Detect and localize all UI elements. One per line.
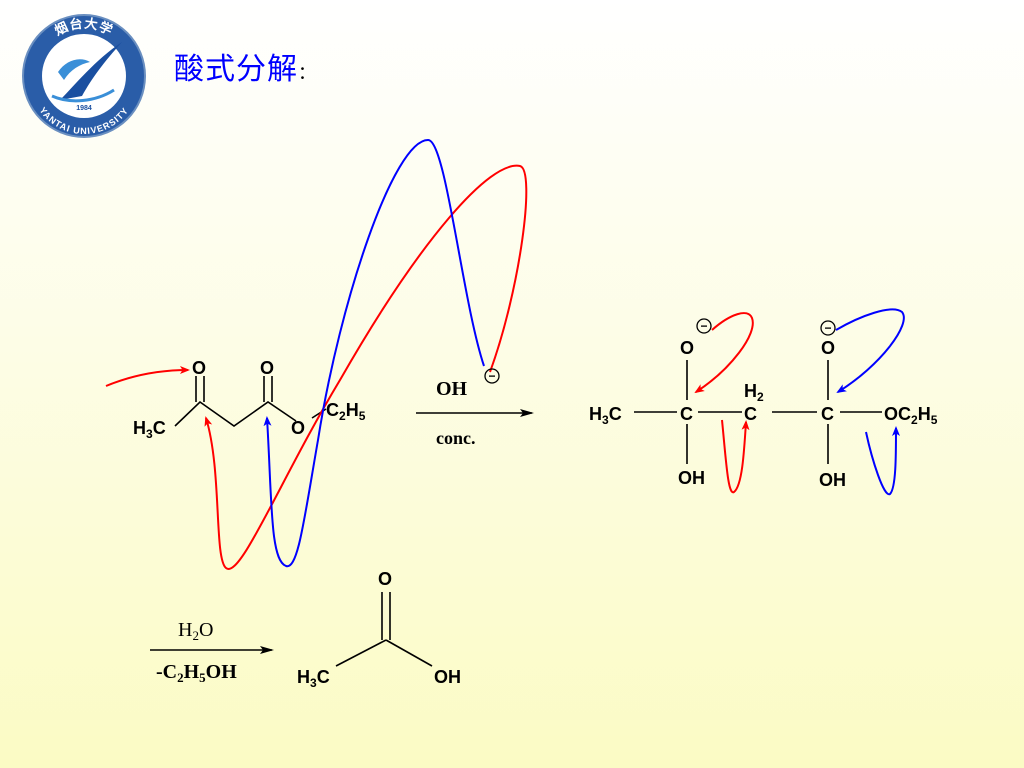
- red-arrow-ominus-to-c1: [694, 312, 754, 394]
- reactant-ch3-label: H3C: [133, 418, 166, 441]
- intermediate-ominus-1: O: [680, 338, 694, 358]
- reactant-ethyl-label: C2H5: [326, 400, 366, 423]
- intermediate-mechanism-arrows: [694, 308, 905, 496]
- step2-reagent-ethanol: -C2H5OH: [156, 661, 237, 685]
- svg-text:−: −: [488, 369, 495, 383]
- intermediate-ch2-h2: H2: [744, 381, 764, 404]
- red-arrow-oh-attack-ketone: [204, 164, 528, 570]
- step1-negative-charge-icon: [484, 368, 500, 384]
- reactant-skeleton-bond: [174, 400, 297, 427]
- product-molecule: O H3C OH: [297, 569, 461, 690]
- logo-wave-icon: [51, 88, 115, 103]
- slide-title-colon: ：: [298, 63, 317, 84]
- blue-arrow-oh-attack-ester: [263, 138, 485, 568]
- logo-year: 1984: [76, 105, 92, 112]
- product-bond-c-oh: [385, 639, 433, 667]
- intermediate-c1: C: [680, 404, 693, 424]
- reactant-ester-o: O: [260, 358, 274, 378]
- yantai-university-logo: 烟台大学 YANTAI UNIVERSITY 1984: [22, 14, 146, 138]
- reactant-mechanism-arrows: [105, 138, 528, 570]
- step2-reagent-water: H2O: [178, 619, 213, 643]
- intermediate-c3: C: [821, 404, 834, 424]
- step1-reagent-conc: conc.: [436, 428, 476, 448]
- red-arrow-ch2-cleavage: [721, 419, 750, 494]
- step2-reaction-arrow: H2O -C2H5OH: [150, 619, 274, 685]
- svg-text:−: −: [700, 319, 707, 333]
- intermediate-oh-2: OH: [819, 470, 846, 490]
- intermediate-ch2-c: C: [744, 404, 757, 424]
- step1-reagent-oh: OH: [436, 378, 468, 400]
- product-ch3-label: H3C: [297, 667, 330, 690]
- intermediate-ominus-2: O: [821, 338, 835, 358]
- blue-arrow-oet-leaving: [865, 426, 900, 496]
- intermediate-molecule: H3C C H2 C C OC2H5 O O OH OH − −: [589, 318, 938, 490]
- logo-bird-head-icon: [58, 59, 90, 80]
- slide-title-text: 酸式分解: [174, 52, 298, 87]
- blue-arrow-ominus-to-c3: [835, 308, 905, 394]
- red-arrow-to-ketone-o: [105, 366, 190, 387]
- slide-title: 酸式分解：: [174, 44, 317, 88]
- intermediate-negative-charge-icon-2: [820, 320, 836, 336]
- logo-bird-wing-icon: [60, 42, 122, 100]
- intermediate-oet-label: OC2H5: [884, 404, 938, 427]
- intermediate-oh-1: OH: [678, 468, 705, 488]
- reactant-ether-o: O: [291, 418, 305, 438]
- product-bond-ch3-c: [335, 639, 387, 667]
- product-oh-label: OH: [434, 667, 461, 687]
- reactant-molecule: H3C O O O C2H5: [133, 358, 366, 441]
- svg-text:−: −: [824, 321, 831, 335]
- step1-reaction-arrow: OH − conc.: [416, 368, 534, 448]
- product-carbonyl-o: O: [378, 569, 392, 589]
- intermediate-negative-charge-icon-1: [696, 318, 712, 334]
- intermediate-ch3-label: H3C: [589, 404, 622, 427]
- reactant-ketone-o: O: [192, 358, 206, 378]
